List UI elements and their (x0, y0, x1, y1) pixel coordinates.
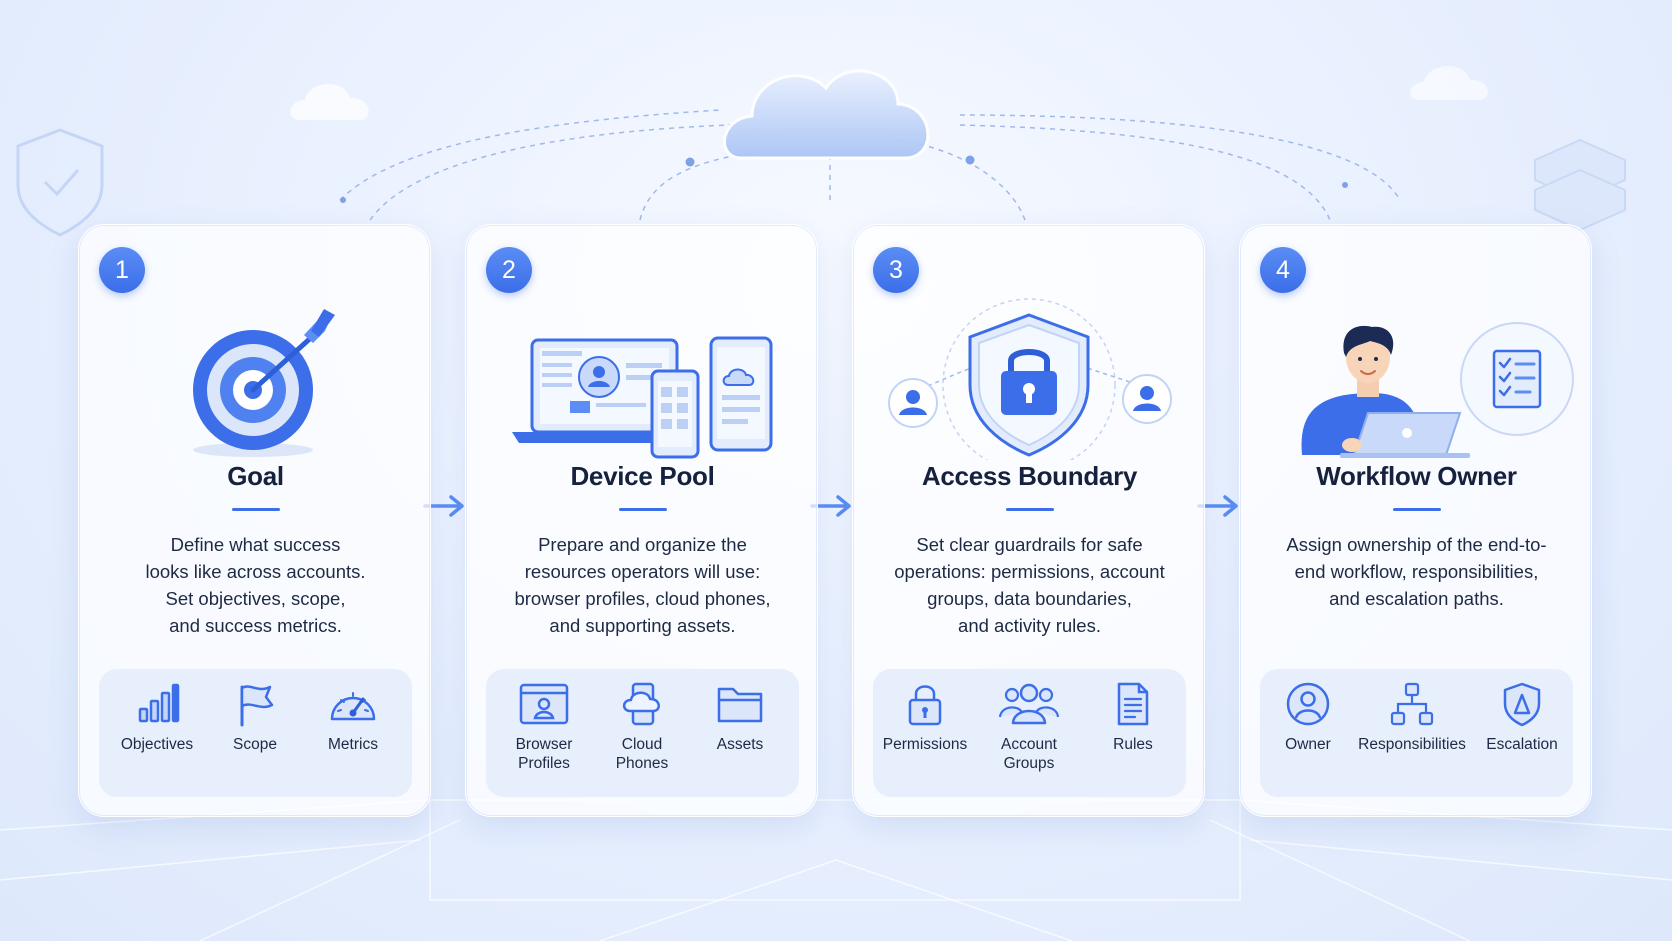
step-card-workflow-owner: 4 Workflow Owner Assign ownership of the… (1239, 224, 1592, 817)
step-number: 1 (99, 247, 145, 293)
step-description: Assign ownership of the end-to- end work… (1286, 534, 1547, 609)
step-card-device-pool: 2 Device Pool Prepare and organize the r… (465, 224, 818, 817)
step-description: Define what success looks like across ac… (145, 534, 366, 636)
tray-item-scope: Scope (205, 681, 305, 754)
tray-item-assets: Assets (690, 681, 790, 754)
tray-item-metrics: Metrics (303, 681, 403, 754)
step-number: 3 (873, 247, 919, 293)
title-underline (232, 508, 280, 511)
user-group-icon (998, 683, 1060, 725)
step-description: Set clear guardrails for safe operations… (894, 534, 1165, 636)
tray-item-objectives: Objectives (107, 681, 207, 754)
shield-lock-icon (888, 298, 1172, 460)
tray-item-responsibilities: Responsibilities (1354, 681, 1470, 754)
bar-chart-icon (138, 683, 180, 723)
title-underline (619, 508, 667, 511)
step-number: 4 (1260, 247, 1306, 293)
gauge-icon (330, 692, 376, 721)
arrow-right-icon (810, 495, 851, 517)
browser-profile-icon (519, 683, 569, 725)
step-card-goal: 1 Goal Define what success looks like ac… (78, 224, 431, 817)
escalation-shield-icon (1503, 682, 1541, 727)
title-underline (1393, 508, 1441, 511)
tray-item-permissions: Permissions (875, 681, 975, 754)
feature-tray: Objectives Scope Metrics (99, 669, 412, 797)
feature-tray: Owner Responsibilities Escalation (1260, 669, 1573, 797)
step-description: Prepare and organize the resources opera… (514, 534, 771, 636)
tray-item-escalation: Escalation (1472, 681, 1572, 754)
step-title: Workflow Owner (1316, 461, 1517, 491)
step-number: 2 (486, 247, 532, 293)
folder-icon (717, 687, 763, 723)
target-arrow-icon (193, 309, 335, 457)
step-title: Access Boundary (921, 461, 1138, 491)
person-laptop-icon (1301, 322, 1574, 458)
title-underline (1006, 508, 1054, 511)
user-circle-icon (1286, 682, 1330, 726)
cloud-phone-icon (622, 682, 660, 726)
tray-item-rules: Rules (1083, 681, 1183, 754)
tray-item-owner: Owner (1258, 681, 1358, 754)
step-title: Goal (227, 461, 284, 491)
hierarchy-icon (1390, 682, 1434, 726)
devices-icon (512, 336, 773, 459)
arrow-right-icon (423, 495, 464, 517)
flag-icon (240, 685, 274, 727)
step-title: Device Pool (570, 461, 715, 491)
document-icon (1117, 682, 1149, 726)
lock-icon (908, 685, 942, 726)
arrow-right-icon (1197, 495, 1238, 517)
step-card-access-boundary: 3 Access Boundary Set clear guardrails f… (852, 224, 1205, 817)
